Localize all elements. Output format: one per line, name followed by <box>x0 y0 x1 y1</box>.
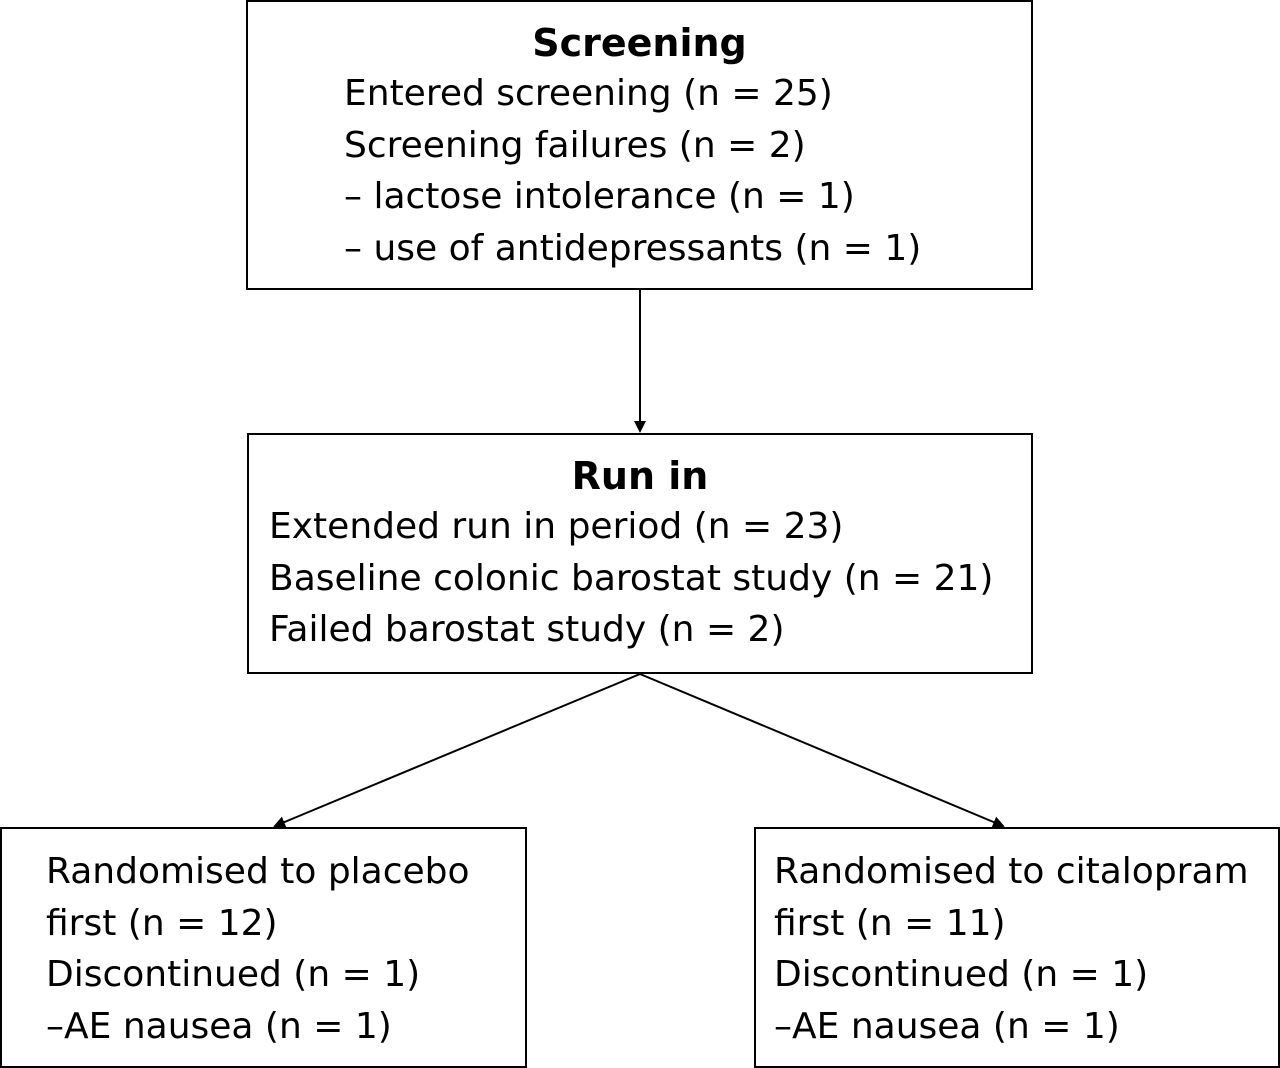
screening-failure-antidepressants: – use of antidepressants (n = 1) <box>344 227 922 269</box>
run-in-failed: Failed barostat study (n = 2) <box>269 609 785 650</box>
placebo-discontinued: Discontinued (n = 1) <box>46 954 421 995</box>
citalopram-randomised: Randomised to citalopram <box>774 851 1249 892</box>
screening-title: Screening <box>532 21 747 65</box>
arrow-runin-to-citalopram <box>639 673 1005 828</box>
placebo-randomised: Randomised to placebo <box>46 851 470 892</box>
citalopram-first-count: first (n = 11) <box>774 902 1006 944</box>
placebo-ae-nausea: –AE nausea (n = 1) <box>46 1005 392 1047</box>
run-in-title: Run in <box>571 454 709 498</box>
placebo-arm-box: Randomised to placebo first (n = 12) Dis… <box>0 827 527 1068</box>
screening-failures: Screening failures (n = 2) <box>344 124 806 166</box>
run-in-extended: Extended run in period (n = 23) <box>269 506 844 547</box>
arrow-runin-to-placebo <box>273 673 641 828</box>
citalopram-ae-nausea: –AE nausea (n = 1) <box>774 1005 1120 1047</box>
screening-box: Screening Entered screening (n = 25) Scr… <box>246 0 1033 290</box>
screening-entered: Entered screening (n = 25) <box>344 73 833 114</box>
screening-failure-lactose: – lactose intolerance (n = 1) <box>344 176 855 217</box>
placebo-first-count: first (n = 12) <box>46 902 278 944</box>
citalopram-discontinued: Discontinued (n = 1) <box>774 954 1149 995</box>
run-in-box: Run in Extended run in period (n = 23) B… <box>247 433 1033 674</box>
run-in-baseline: Baseline colonic barostat study (n = 21) <box>269 557 994 599</box>
citalopram-arm-box: Randomised to citalopram first (n = 11) … <box>754 827 1280 1068</box>
